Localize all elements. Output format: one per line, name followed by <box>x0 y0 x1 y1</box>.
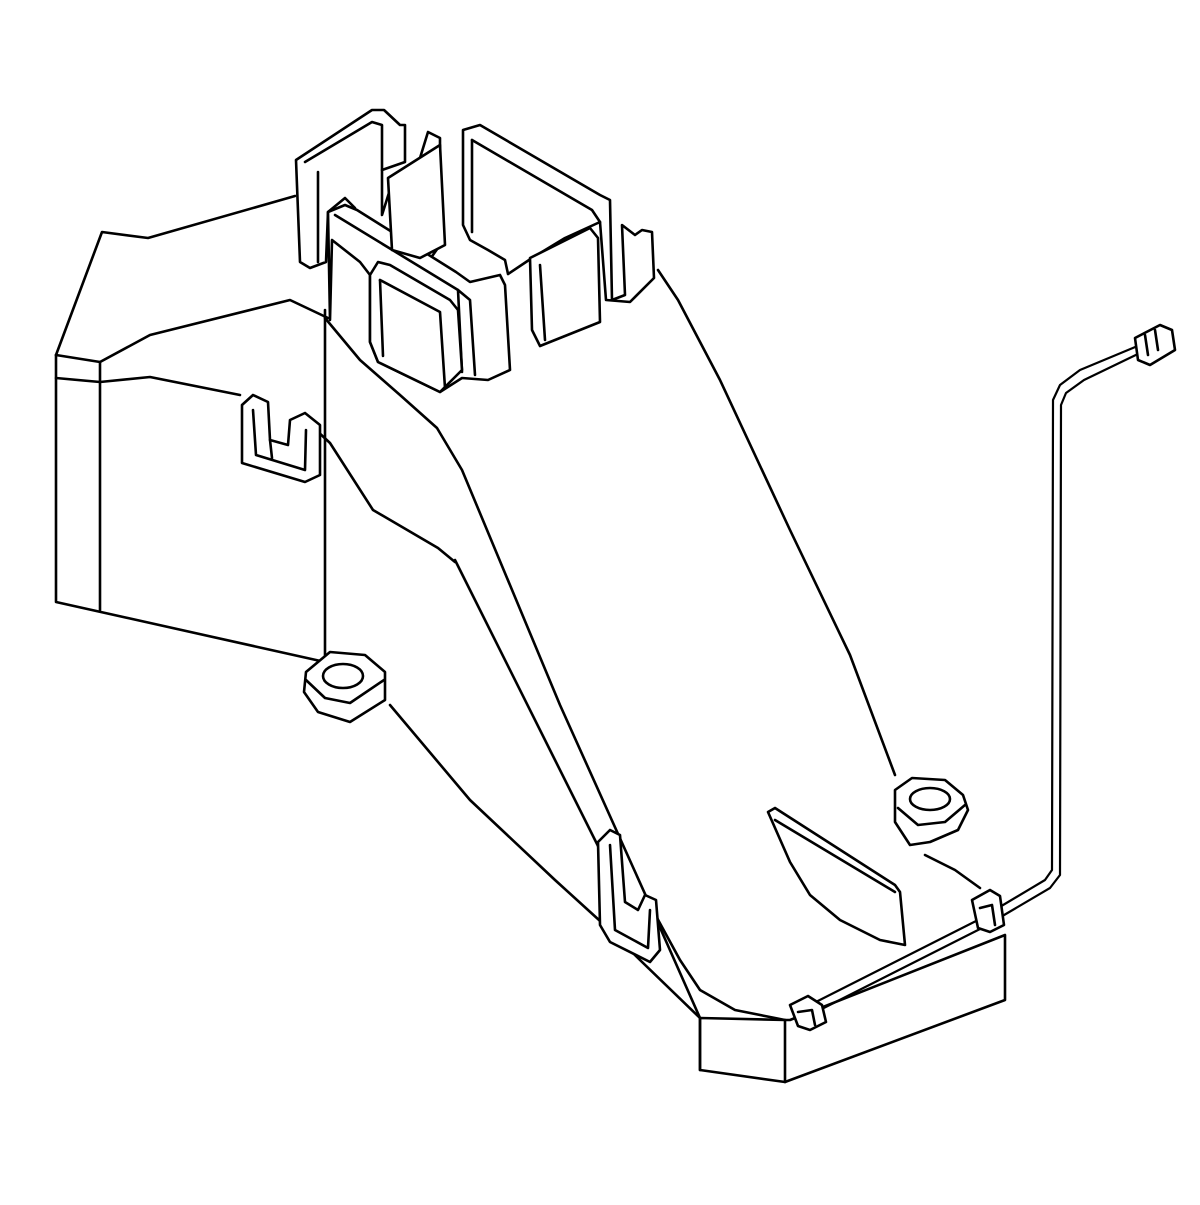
top-bracket-frame <box>294 108 656 394</box>
wire-connector-plug <box>1133 323 1177 367</box>
wire-harness <box>788 343 1144 1032</box>
right-mounting-lug <box>893 776 970 847</box>
main-chute-body <box>323 268 982 1022</box>
lower-clip-tab <box>596 828 662 964</box>
bottom-base-block <box>698 933 1007 1084</box>
left-housing-block <box>54 194 457 664</box>
inner-fin <box>766 806 907 947</box>
left-clip-tab <box>240 393 322 484</box>
left-mounting-lug <box>302 650 387 724</box>
